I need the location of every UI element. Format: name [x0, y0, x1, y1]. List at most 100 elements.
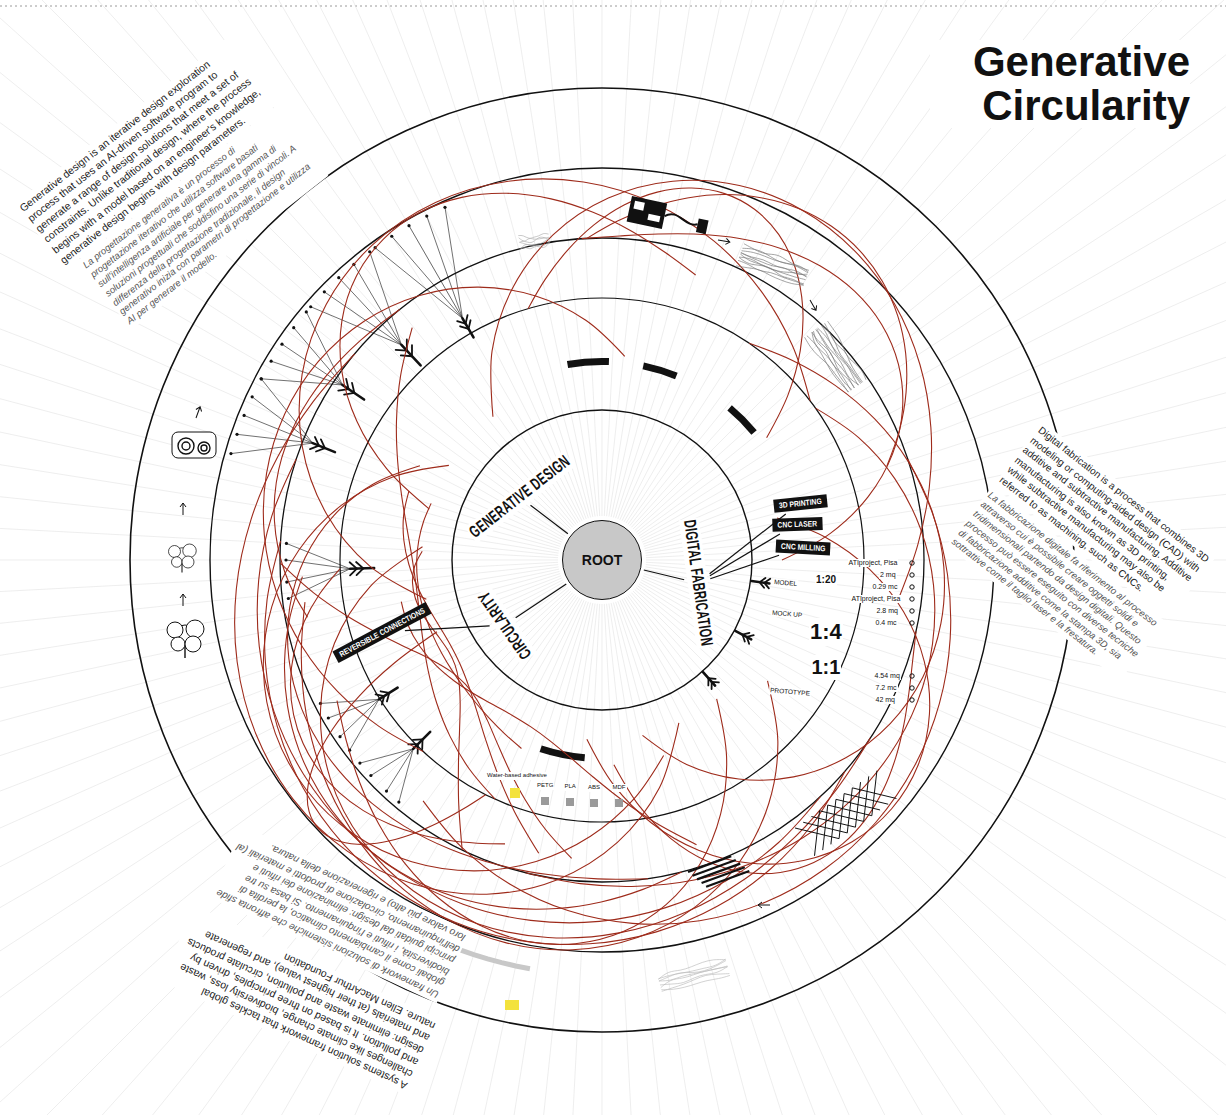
tree-branch — [350, 562, 357, 568]
tree-branch — [346, 379, 348, 389]
fan-dot — [338, 735, 341, 738]
scale-label: 1:1 — [811, 655, 842, 680]
material-label: Water-based adhesive — [486, 772, 548, 780]
stage-label: MOCK UP — [771, 609, 804, 620]
fan-lines — [260, 310, 343, 385]
relation-curve — [274, 310, 399, 618]
radial-line — [636, 588, 1226, 1115]
radial-line — [0, 571, 559, 805]
fan-dot — [285, 542, 288, 545]
sketch-stroke — [737, 260, 804, 286]
radial-line — [607, 604, 702, 1115]
location-pin — [910, 597, 914, 601]
radial-line — [641, 129, 1226, 540]
sketch-stroke — [816, 327, 859, 386]
sketch-stroke — [520, 242, 550, 252]
radial-line — [639, 584, 1226, 1077]
tree-branch — [711, 682, 713, 689]
fan-line — [427, 216, 463, 318]
quantity-label: 4.54 mq — [874, 672, 901, 681]
radial-line — [620, 600, 989, 1115]
tree-glyph — [338, 379, 364, 400]
relation-curve — [525, 408, 934, 886]
fan-line — [271, 361, 342, 385]
fan-line — [409, 226, 463, 319]
radial-line — [633, 591, 1226, 1115]
fan-line — [360, 749, 413, 763]
quantity-label: 7.2 mc — [875, 684, 898, 693]
stack-sketch — [688, 852, 749, 891]
radial-line — [609, 603, 751, 1115]
tree-branch — [747, 635, 754, 637]
lattice-line — [852, 771, 896, 816]
fan-line — [324, 292, 401, 345]
location-pin — [910, 698, 914, 702]
fan-dot — [327, 716, 330, 719]
radial-line — [0, 0, 571, 529]
radial-line — [0, 569, 559, 757]
radial-line — [604, 604, 651, 1115]
tree-branch — [352, 383, 354, 393]
location-pin — [910, 573, 914, 577]
radial-line — [0, 266, 560, 546]
tree-branch — [396, 349, 407, 352]
tree-glyph — [703, 672, 719, 689]
radial-line — [624, 598, 1077, 1115]
stage-label: PROTOTYPE — [769, 686, 812, 698]
tree-branch — [321, 439, 325, 448]
flow-arrow — [807, 299, 818, 312]
scale-label: 1:20 — [815, 574, 837, 587]
radial-line — [626, 597, 1119, 1115]
machine-part — [696, 218, 709, 234]
tree-branch — [338, 389, 348, 391]
radial-line — [635, 589, 1226, 1115]
radial-line — [618, 601, 943, 1115]
radial-line — [552, 604, 599, 1115]
tree-icon-leaf — [182, 556, 194, 568]
connector-icon-frame — [172, 432, 216, 458]
radial-line — [638, 586, 1226, 1115]
fan-dot — [385, 790, 388, 793]
sketch-stroke — [811, 331, 854, 390]
material-label: MDF — [612, 784, 627, 792]
tree-branch — [742, 635, 744, 642]
fan-dot — [251, 395, 254, 398]
radial-line — [631, 0, 1226, 527]
fan-lines — [358, 749, 413, 804]
relation-curve — [403, 491, 539, 853]
tree-branch — [387, 693, 389, 701]
sketch-stroke — [812, 330, 855, 389]
radial-line — [44, 0, 577, 524]
material-label: PLA — [564, 783, 577, 791]
fan-dot — [235, 433, 238, 436]
sketch-stroke — [658, 961, 727, 983]
radial-line — [356, 0, 590, 517]
flow-arrow — [180, 594, 186, 606]
fan-lines — [309, 250, 401, 345]
node-text: 3D PRINTING — [778, 496, 822, 509]
radial-line — [0, 593, 573, 1115]
relation-curve — [299, 179, 810, 599]
ring-arcs — [540, 358, 757, 761]
tree-trunk — [413, 732, 430, 749]
fan-line — [339, 278, 402, 345]
tree-branch — [708, 677, 715, 679]
radial-line — [642, 174, 1226, 543]
ring — [280, 238, 924, 882]
fan-dot — [425, 214, 428, 217]
tree-glyph — [310, 437, 335, 452]
tree-icon-leaf — [169, 546, 181, 558]
tree-branch — [356, 562, 363, 568]
radial-line — [633, 0, 1226, 529]
ring — [452, 410, 752, 710]
ring — [340, 298, 864, 822]
tree-branch — [457, 321, 465, 324]
sketch-stroke — [661, 969, 730, 991]
radial-line — [552, 0, 599, 516]
lattice-line — [844, 776, 888, 821]
location-pin — [910, 686, 914, 690]
radial-line — [602, 604, 603, 1115]
machine-detail — [633, 201, 644, 211]
ring-arc — [540, 745, 585, 761]
ring-circles — [130, 88, 1074, 1032]
